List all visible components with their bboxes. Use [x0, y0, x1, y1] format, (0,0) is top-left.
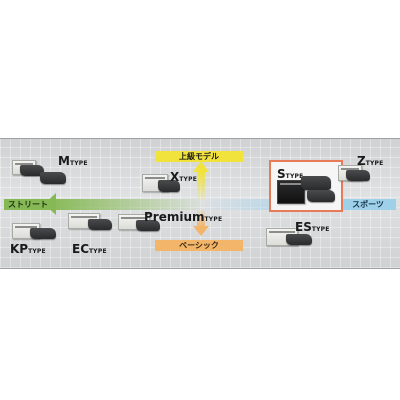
- kp-type-label: KPTYPE: [10, 240, 46, 256]
- s-type-pad: [307, 190, 335, 202]
- product-name: Premium: [144, 210, 205, 224]
- m-type-pad: [40, 172, 66, 184]
- left-arrow-shaft: [56, 199, 201, 210]
- ec-type-pad: [88, 219, 112, 230]
- axis-top-label: 上級モデル: [155, 151, 243, 162]
- axis-right-label: スポーツ: [340, 199, 396, 210]
- product-type-suffix: TYPE: [89, 248, 107, 255]
- s-type-pad: [301, 176, 331, 190]
- up-arrow-shaft: [197, 172, 205, 200]
- product-initial: S: [277, 167, 286, 181]
- product-type-suffix: TYPE: [179, 176, 197, 183]
- down-arrow-shaft: [197, 210, 205, 228]
- product-initial: ES: [295, 220, 312, 234]
- m-type-pad: [20, 165, 44, 176]
- es-type-label: ESTYPE: [295, 218, 330, 234]
- es-type-pad: [286, 234, 312, 245]
- s-type-label: STYPE: [277, 165, 303, 181]
- premium-type-label: PremiumTYPE: [144, 208, 222, 224]
- product-type-suffix: TYPE: [28, 248, 46, 255]
- product-initial: EC: [72, 242, 90, 256]
- x-type-pad: [158, 180, 180, 192]
- product-initial: KP: [10, 242, 29, 256]
- m-type-label: MTYPE: [58, 152, 88, 168]
- axis-left-label: ストリート: [4, 199, 56, 210]
- z-type-pad: [346, 170, 370, 181]
- product-type-suffix: TYPE: [365, 160, 384, 167]
- product-initial: M: [58, 154, 70, 168]
- s-type-highlight-frame: STYPE: [269, 160, 343, 212]
- s-type-box: [277, 180, 305, 204]
- axis-bottom-label: ベーシック: [155, 240, 243, 251]
- product-type-suffix: TYPE: [311, 226, 330, 233]
- up-arrow-head: [193, 161, 209, 172]
- down-arrow-head: [193, 226, 209, 236]
- x-type-label: XTYPE: [170, 168, 197, 184]
- product-type-suffix: TYPE: [69, 160, 88, 167]
- product-initial: Z: [357, 154, 366, 168]
- ec-type-label: ECTYPE: [72, 240, 107, 256]
- product-initial: X: [170, 170, 180, 184]
- product-type-suffix: TYPE: [204, 216, 223, 223]
- kp-type-pad: [30, 228, 56, 239]
- z-type-label: ZTYPE: [357, 152, 383, 168]
- product-type-suffix: TYPE: [285, 173, 304, 180]
- premium-type-pad: [136, 220, 160, 231]
